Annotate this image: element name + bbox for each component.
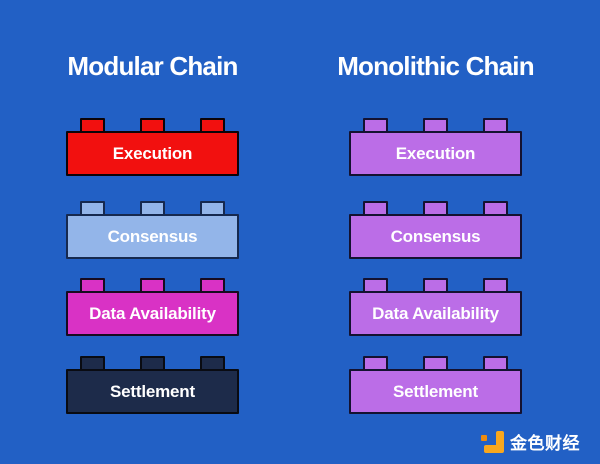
brick-monolithic-settlement: Settlement — [349, 356, 522, 414]
brick-body: Data Availability — [66, 291, 239, 336]
jinse-finance-logo-icon — [481, 430, 504, 453]
logo-hbar-shape — [484, 444, 504, 453]
logo-vbar-shape — [496, 430, 504, 452]
modular-chain-title: Modular Chain — [67, 51, 238, 81]
brick-label: Settlement — [110, 381, 195, 401]
brick-monolithic-execution: Execution — [349, 118, 522, 176]
jinse-finance-watermark: 金色财经 — [481, 428, 580, 454]
brick-body: Data Availability — [349, 291, 522, 336]
brick-body: Consensus — [349, 214, 522, 259]
watermark-brand-text: 金色财经 — [510, 433, 580, 453]
brick-monolithic-data-availability: Data Availability — [349, 278, 522, 336]
brick-modular-consensus: Consensus — [66, 201, 239, 259]
brick-modular-execution: Execution — [66, 118, 239, 176]
brick-label: Data Availability — [372, 303, 499, 323]
brick-body: Settlement — [349, 369, 522, 414]
logo-dot-shape — [481, 434, 487, 441]
brick-label: Execution — [112, 143, 193, 163]
brick-label: Data Availability — [89, 303, 216, 323]
brick-label: Consensus — [107, 226, 198, 246]
brick-body: Settlement — [66, 369, 239, 414]
monolithic-chain-title: Monolithic Chain — [337, 51, 534, 81]
brick-label: Execution — [395, 143, 476, 163]
brick-label: Consensus — [390, 226, 481, 246]
brick-monolithic-consensus: Consensus — [349, 201, 522, 259]
brick-body: Consensus — [66, 214, 239, 259]
brick-body: Execution — [66, 131, 239, 176]
brick-modular-settlement: Settlement — [66, 356, 239, 414]
brick-label: Settlement — [393, 381, 478, 401]
brick-modular-data-availability: Data Availability — [66, 278, 239, 336]
brick-body: Execution — [349, 131, 522, 176]
